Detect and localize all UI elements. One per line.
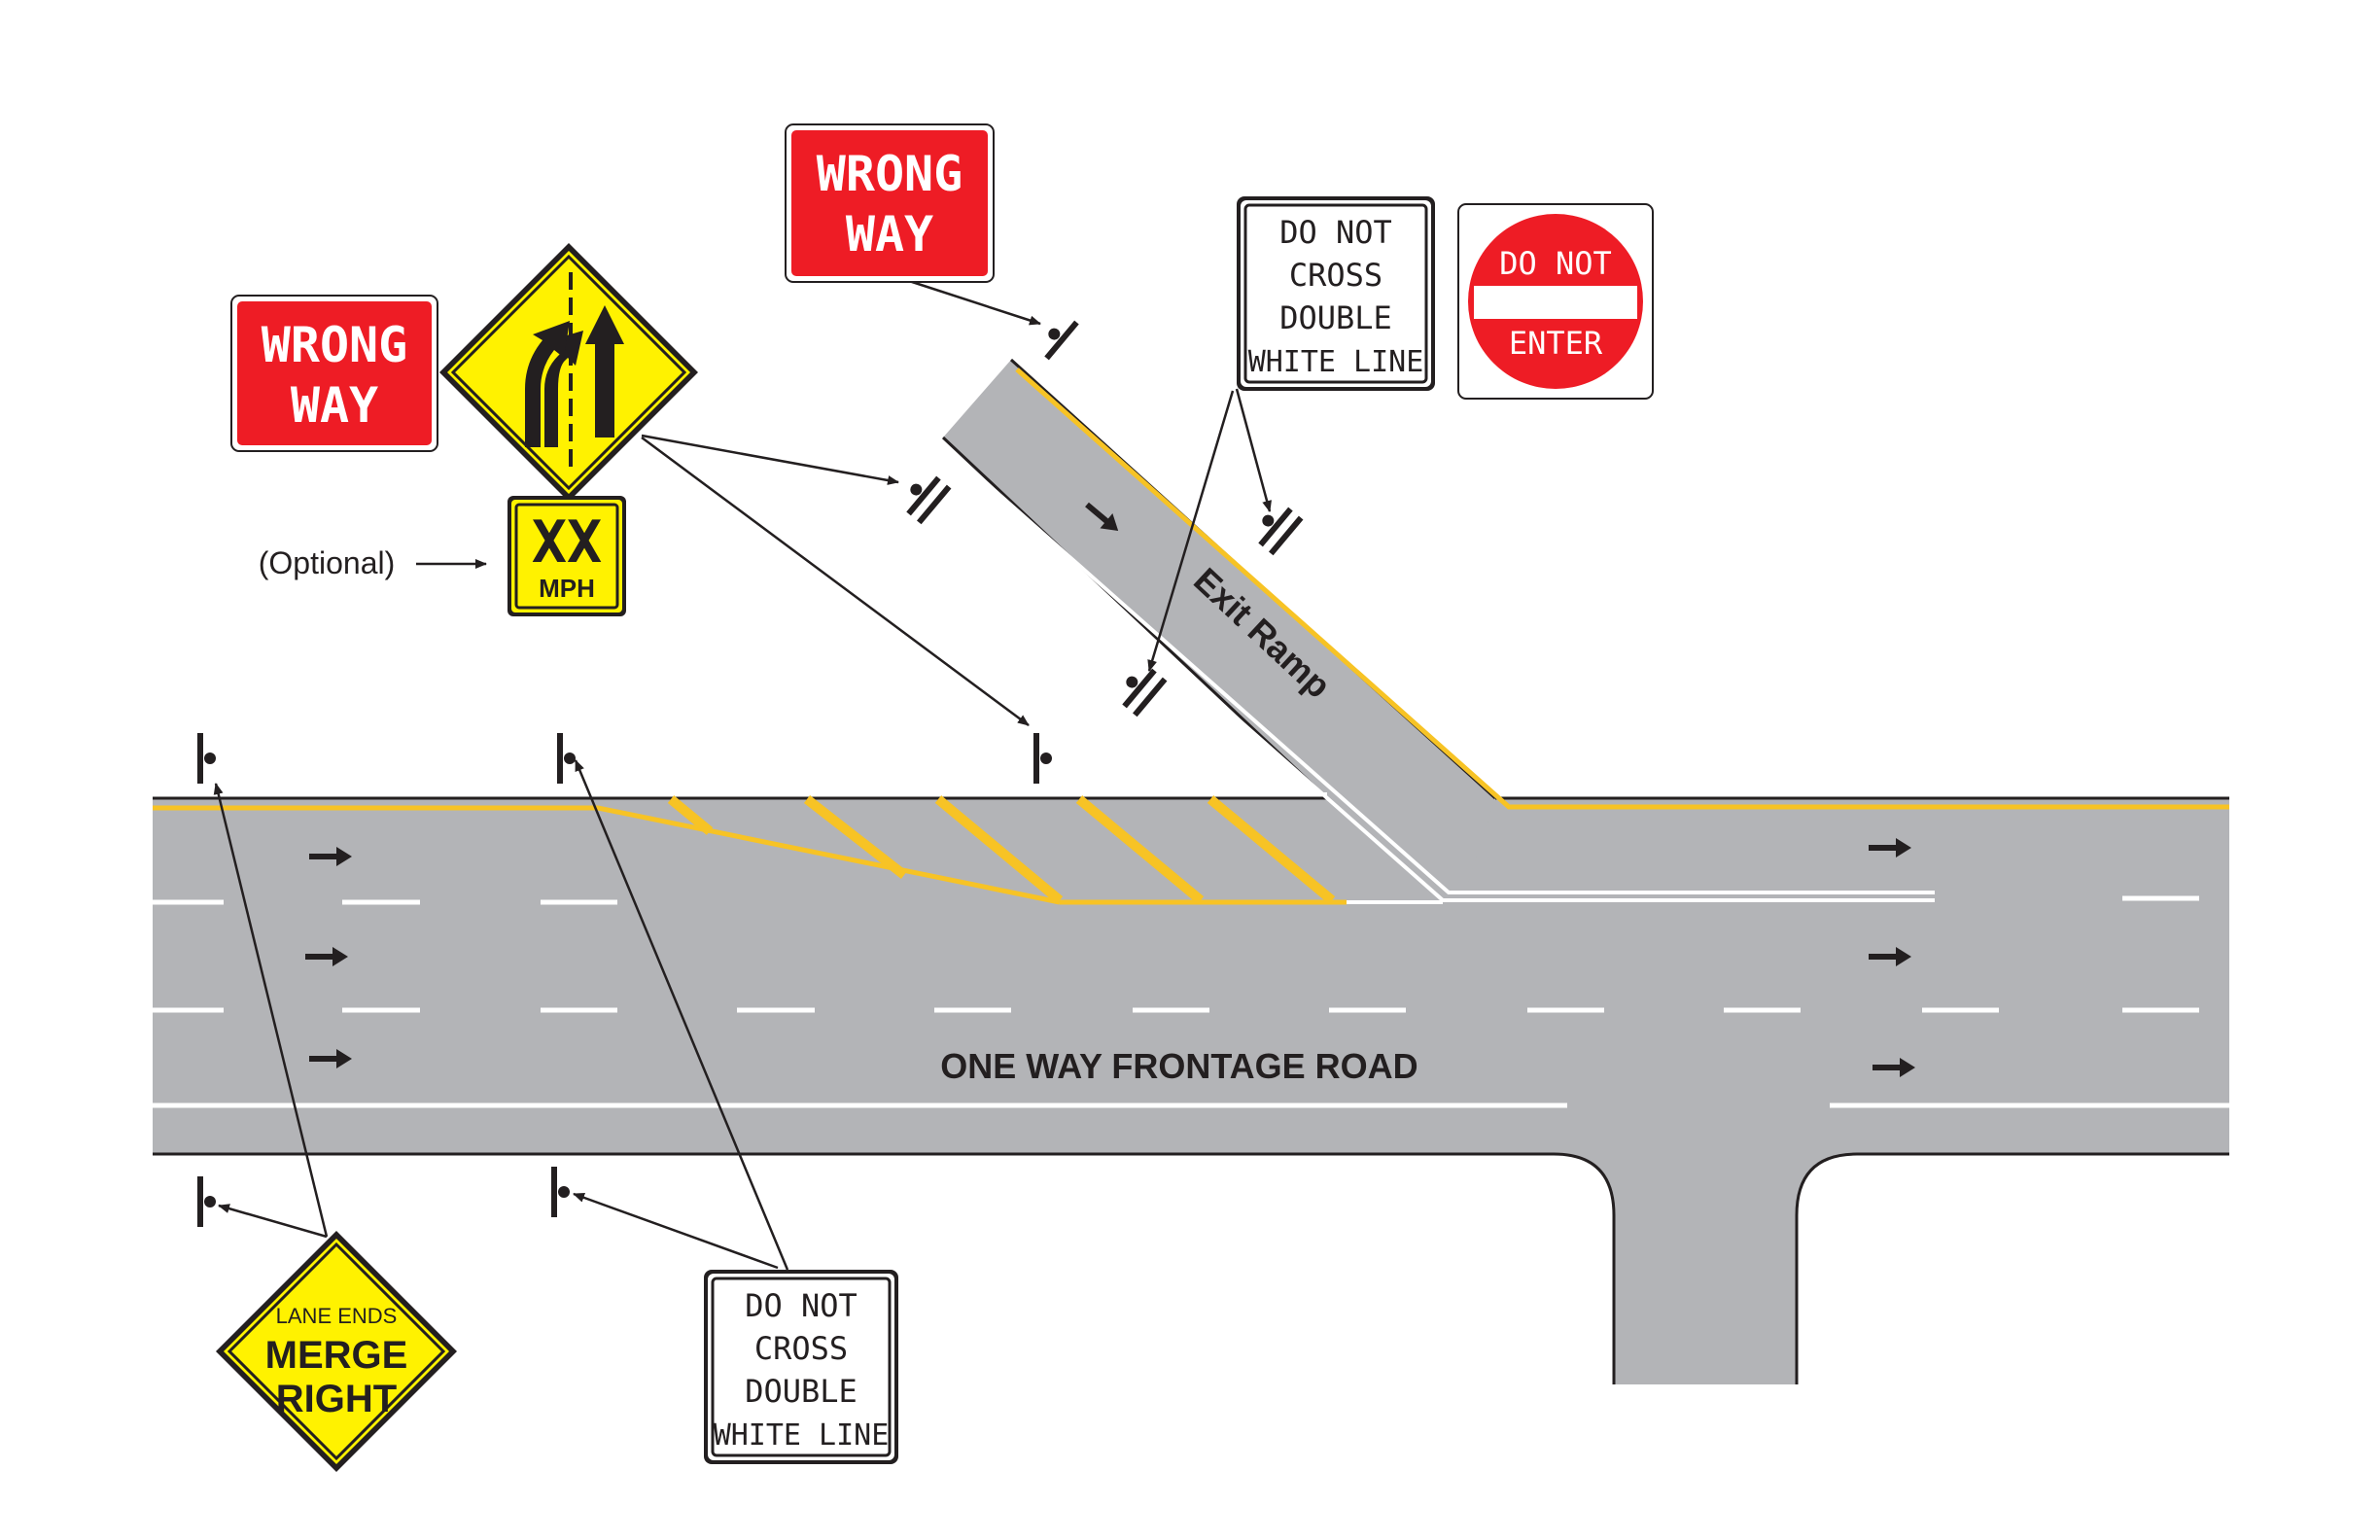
lane-ends-line3: RIGHT — [276, 1378, 397, 1420]
hatch-1 — [667, 795, 714, 835]
leader-dncdwl-bottom-b — [573, 1192, 779, 1270]
lane-lines — [153, 895, 2229, 1108]
sign-post-icon — [197, 733, 216, 784]
wrong-way-line1: WRONG — [817, 146, 963, 202]
lane-ends-line2: MERGE — [265, 1334, 408, 1377]
ramp-arrow-icon — [1085, 502, 1119, 531]
do-not-cross-double-white-line-sign-bottom: DO NOT CROSS DOUBLE WHITE LINE — [704, 1270, 898, 1464]
sign-post-icon — [197, 1176, 216, 1227]
do-not-enter-line1: DO NOT — [1499, 245, 1612, 282]
leader-laneends-b — [218, 1204, 328, 1239]
speed-value: XX — [532, 508, 602, 577]
exit-ramp — [943, 360, 1495, 914]
wrong-way-sign-top: WRONG WAY — [785, 123, 995, 283]
frontage-road-label: ONE WAY FRONTAGE ROAD — [940, 1046, 1418, 1086]
right-arrow-icon — [1872, 1058, 1915, 1077]
right-arrow-icon — [309, 847, 352, 866]
leader-wrongway-top — [905, 278, 1041, 326]
direction-arrows — [305, 502, 1915, 1077]
dncdwl-line4: WHITE LINE — [1248, 345, 1424, 379]
dncdwl-line2: CROSS — [1289, 257, 1382, 294]
white-edge-ramp-left-a — [946, 447, 1935, 894]
gore-chevron-hatching — [667, 795, 1336, 904]
sign-posts — [197, 320, 1304, 1227]
leader-dncdwl-top-a — [1235, 388, 1272, 512]
wrong-way-line2: WAY — [846, 206, 933, 262]
hatch-5 — [1207, 795, 1336, 904]
sign-post-icon — [1033, 733, 1052, 784]
speed-unit: MPH — [539, 574, 595, 603]
do-not-cross-double-white-line-sign-top: DO NOT CROSS DOUBLE WHITE LINE — [1237, 196, 1435, 391]
dncdwl-line3: DOUBLE — [1279, 299, 1392, 336]
do-not-enter-line2: ENTER — [1509, 325, 1603, 362]
right-arrow-icon — [305, 947, 348, 966]
optional-label: (Optional) — [259, 545, 396, 580]
wrong-way-line1: WRONG — [262, 317, 408, 373]
edge-lines — [153, 358, 2229, 1384]
double-sign-post-icon — [906, 475, 952, 525]
leader-lines — [213, 278, 1272, 1271]
sign-post-icon — [551, 1167, 570, 1217]
lane-ends-line1: LANE ENDS — [276, 1304, 398, 1328]
frontage-road — [153, 798, 2229, 1154]
yellow-edge-ramp-right — [1015, 368, 2229, 810]
dncdwl-line4: WHITE LINE — [714, 1418, 890, 1452]
lane-ends-merge-right-sign: LANE ENDS MERGE RIGHT — [216, 1231, 457, 1472]
do-not-enter-bar — [1474, 286, 1637, 319]
side-street-outline-right — [1795, 1152, 1858, 1384]
wrong-way-line2: WAY — [291, 377, 378, 434]
sign-post-icon — [557, 733, 576, 784]
dncdwl-line1: DO NOT — [745, 1287, 858, 1324]
hatch-3 — [934, 795, 1064, 904]
dncdwl-line3: DOUBLE — [745, 1373, 858, 1410]
side-street — [1554, 1154, 1857, 1384]
pavement — [153, 360, 2229, 1384]
leader-dncdwl-bottom-a — [574, 759, 789, 1271]
leader-merge-a — [641, 434, 899, 485]
hatch-2 — [803, 795, 908, 879]
dncdwl-line1: DO NOT — [1279, 214, 1392, 251]
double-sign-post-icon — [1258, 507, 1304, 556]
hatch-4 — [1075, 795, 1205, 904]
side-street-outline-left — [1553, 1152, 1616, 1384]
double-sign-post-icon — [1122, 668, 1168, 718]
leader-laneends-a — [213, 783, 329, 1238]
lane-merge-warning-sign — [439, 243, 698, 502]
sign-post-icon — [1044, 320, 1079, 361]
advisory-speed-plaque: XX MPH — [508, 496, 626, 616]
ramp-left-outline — [941, 436, 1329, 800]
right-arrow-icon — [1869, 838, 1911, 858]
lane-merge-arrows-icon — [525, 272, 624, 467]
leader-dncdwl-top-b — [1147, 390, 1235, 672]
do-not-enter-sign: DO NOT ENTER — [1457, 203, 1654, 400]
dncdwl-line2: CROSS — [754, 1330, 848, 1367]
right-arrow-icon — [1869, 947, 1911, 966]
right-arrow-icon — [309, 1049, 352, 1068]
wrong-way-sign-left: WRONG WAY — [230, 295, 438, 452]
leader-merge-b — [641, 436, 1030, 727]
